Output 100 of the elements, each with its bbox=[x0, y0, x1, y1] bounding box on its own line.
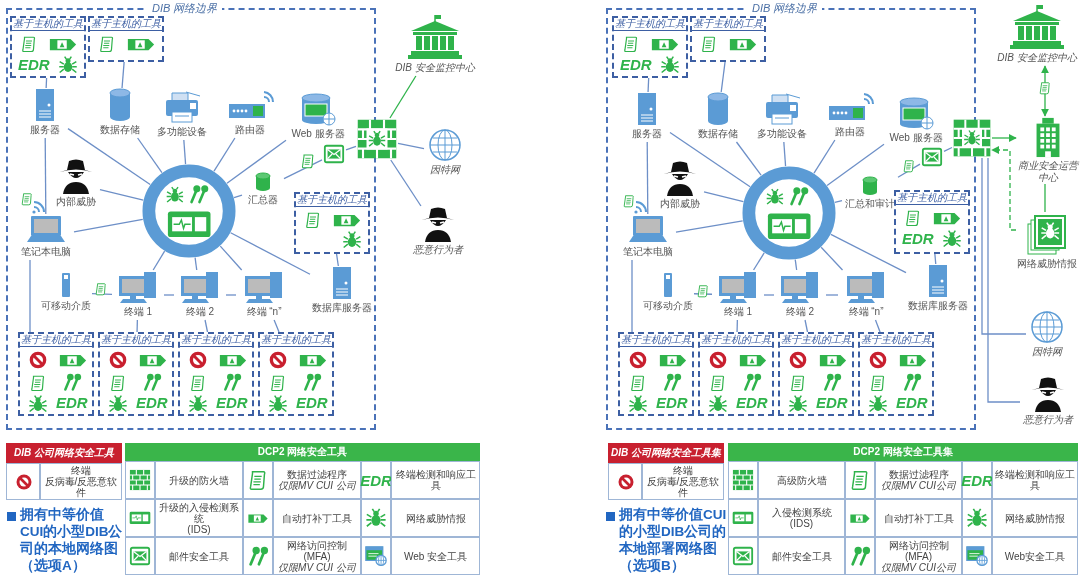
node-label: 内部威胁 bbox=[660, 198, 700, 210]
tool-panel bbox=[88, 16, 164, 62]
node-label: 因特网 bbox=[430, 164, 460, 176]
table-cell-text: 网络访问控制(MFA) bbox=[286, 539, 348, 562]
connector-line bbox=[646, 141, 649, 215]
edr-text: EDR bbox=[56, 394, 88, 411]
panel-heading: 基于主机的工具 bbox=[90, 18, 162, 31]
node-label: 商业安全运营中心 bbox=[1016, 160, 1080, 184]
connector-line bbox=[283, 159, 323, 180]
connector-line bbox=[183, 139, 187, 165]
connector-line bbox=[669, 131, 751, 188]
table-header: DCP2 网络安全工具 bbox=[125, 443, 480, 461]
tool-panel bbox=[698, 332, 774, 416]
tool-panel bbox=[178, 332, 254, 416]
tool-panel bbox=[858, 332, 934, 416]
node-label: 数据存储 bbox=[100, 124, 140, 136]
caption: 拥有中等价值CUI的小型DIB公司的本地部署网络图（选项B） bbox=[619, 506, 727, 574]
table-cell-text: 数据过滤程序 bbox=[287, 469, 347, 480]
connector-line bbox=[826, 143, 885, 187]
node-label: 因特网 bbox=[1032, 346, 1062, 358]
boundary-title: DIB 网络边界 bbox=[747, 1, 823, 15]
panel-heading: 基于主机的工具 bbox=[896, 192, 968, 205]
table-cell-text: 终端检测和响应工具 bbox=[394, 469, 477, 491]
table-cell-text: 自动打补丁工具 bbox=[282, 512, 352, 524]
edr-text: EDR bbox=[736, 394, 768, 411]
connector-line bbox=[820, 246, 844, 271]
tool-panel bbox=[294, 192, 370, 254]
table-cell-text: 网络访问控制(MFA) bbox=[887, 539, 950, 562]
edr-text: EDR bbox=[620, 56, 652, 73]
table-cell-text: 升级的入侵检测系统 bbox=[158, 501, 240, 524]
table-cell-text: 仅限MV CUI公司 bbox=[881, 480, 956, 491]
table-cell-text: 终端 bbox=[71, 465, 91, 476]
connector-line bbox=[397, 142, 425, 150]
table-cell-text: 邮件安全工具 bbox=[169, 550, 229, 562]
node-label: 多功能设备 bbox=[757, 128, 807, 140]
panel-heading: 基于主机的工具 bbox=[296, 194, 368, 207]
table-cell-text: 仅限MV CUI公司 bbox=[881, 561, 956, 573]
edr-text: EDR bbox=[816, 394, 848, 411]
connector-line bbox=[813, 139, 836, 174]
connector-line bbox=[987, 157, 1021, 403]
connector-line bbox=[735, 141, 762, 176]
connector-line bbox=[152, 250, 166, 271]
connector-line bbox=[804, 319, 809, 333]
table-header: DCP2 网络安全工具集 bbox=[728, 443, 1078, 461]
connector-line bbox=[897, 163, 921, 178]
node-label: 路由器 bbox=[235, 124, 265, 136]
connector-line bbox=[73, 218, 144, 233]
connector-line bbox=[67, 128, 151, 186]
connector-line bbox=[389, 75, 417, 119]
connector-line bbox=[631, 259, 633, 333]
node-label: 汇总器 bbox=[248, 194, 278, 206]
panel-heading: 基于主机的工具 bbox=[12, 18, 84, 31]
connector-line bbox=[390, 159, 422, 207]
panel-heading: 基于主机的工具 bbox=[860, 334, 932, 347]
connector-line bbox=[981, 157, 1027, 335]
tool-panel bbox=[18, 332, 94, 416]
connector-line bbox=[720, 61, 726, 93]
connector-line bbox=[233, 194, 243, 199]
table-cell-text: 自动打补丁工具 bbox=[883, 512, 954, 524]
node-label: 终端 “n” bbox=[246, 306, 282, 318]
connector-line bbox=[943, 146, 953, 152]
connector-line bbox=[830, 233, 907, 274]
node-label: 数据库服务器 bbox=[908, 300, 968, 312]
panel-heading: 基于主机的工具 bbox=[100, 334, 172, 347]
node-label: 网络威胁情报 bbox=[1017, 258, 1077, 270]
caption: 拥有中等价值CUI的小型DIB公司的本地网络图（选项A） bbox=[20, 506, 124, 574]
table-header: DIB 公司网络安全工具 bbox=[6, 443, 122, 463]
node-label: 可移动介质 bbox=[643, 300, 693, 312]
table-cell-text: Web 安全工具 bbox=[403, 550, 468, 562]
panel-heading: 基于主机的工具 bbox=[180, 334, 252, 347]
table-cell-text: 邮件安全工具 bbox=[771, 550, 832, 562]
table-cell-text: 数据过滤程序 bbox=[888, 469, 949, 480]
table-cell-text: 仅限MV CUI 公司 bbox=[278, 480, 356, 491]
connector-line bbox=[934, 253, 937, 265]
node-label: 服务器 bbox=[30, 124, 60, 136]
connector-line bbox=[825, 294, 839, 296]
panel-heading: 基于主机的工具 bbox=[614, 18, 686, 31]
node-label: 多功能设备 bbox=[157, 126, 207, 138]
edr-text: EDR bbox=[216, 394, 248, 411]
connector-line bbox=[204, 319, 209, 333]
node-label: 数据库服务器 bbox=[312, 302, 372, 314]
node-label: 服务器 bbox=[632, 128, 662, 140]
connector-line bbox=[44, 137, 47, 215]
table-cell-text: 入侵检测系统 bbox=[771, 507, 832, 518]
node-label: 终端 1 bbox=[723, 306, 753, 318]
panel-heading: 基于主机的工具 bbox=[700, 334, 772, 347]
edr-text: EDR bbox=[902, 230, 934, 247]
node-label: 可移动介质 bbox=[41, 300, 91, 312]
connector-line bbox=[703, 191, 745, 203]
tool-panel bbox=[258, 332, 334, 416]
tool-panel bbox=[618, 332, 694, 416]
node-label: 路由器 bbox=[835, 126, 865, 138]
panel-heading: 基于主机的工具 bbox=[20, 334, 92, 347]
table-cell-text: 升级的防火墙 bbox=[169, 474, 229, 486]
edr-text: EDR bbox=[296, 394, 328, 411]
connector-line bbox=[230, 232, 311, 275]
panel-heading: 基于主机的工具 bbox=[620, 334, 692, 347]
panel-heading: 基于主机的工具 bbox=[260, 334, 332, 347]
connector-line bbox=[226, 139, 287, 184]
connector-line bbox=[1044, 183, 1046, 213]
